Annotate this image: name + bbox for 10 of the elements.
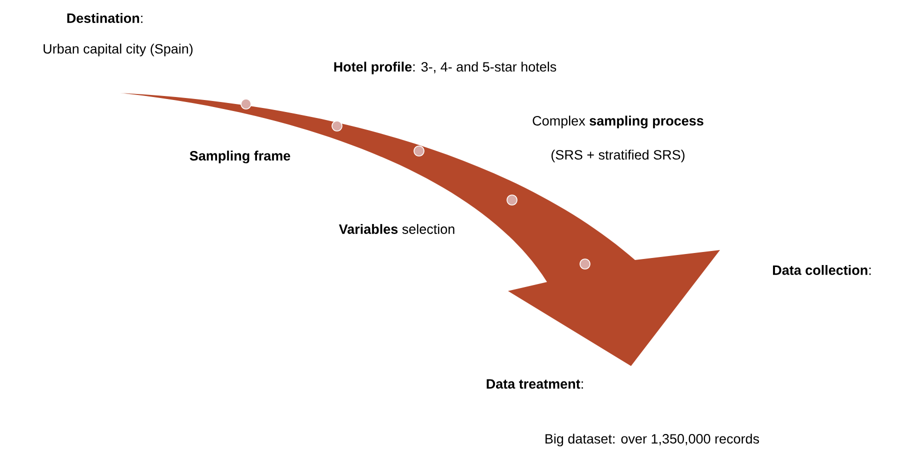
label: Data treatment: [486, 379, 583, 389]
label: Variables selection [338, 224, 454, 234]
label: Big dataset: over 1,350,000 records [546, 434, 760, 446]
label: Urban capital city (Spain) [44, 44, 193, 56]
label: Hotel profile: 3-, 4- and 5-star hotels [334, 62, 556, 74]
label: Complex sampling process [532, 116, 704, 128]
label: (SRS + stratified SRS) [552, 150, 684, 162]
label: Destination: [67, 13, 142, 23]
label: Sampling frame [190, 150, 290, 164]
label: Data collection: [773, 265, 871, 275]
